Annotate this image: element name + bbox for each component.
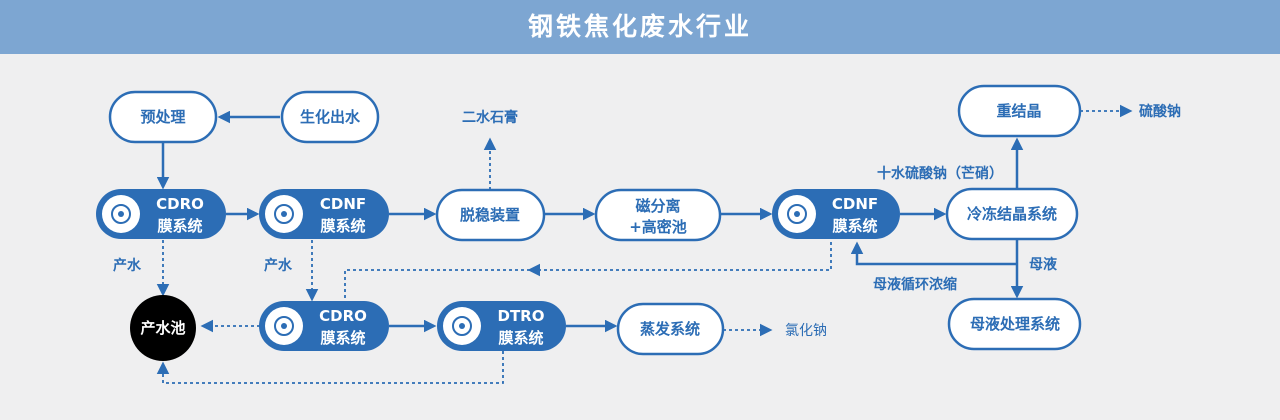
node-cdnf1: CDNF 膜系统 [259,189,389,239]
node-dtro: DTRO 膜系统 [437,301,566,351]
node-pretreat-label: 预处理 [140,108,185,126]
node-bio-out-label: 生化出水 [300,108,361,126]
arrow-mother-recycle-to-cdnf2 [850,241,1017,266]
node-cdnf1-line2: 膜系统 [320,217,365,235]
membrane-core-icon [281,323,287,329]
arrow-dtro-to-pool [156,351,504,384]
node-dtro-line1: DTRO [498,307,545,325]
node-cdro1: CDRO 膜系统 [96,189,226,239]
label-recycle: 母液循环浓缩 [873,276,957,293]
node-mag-sep-line1: 磁分离 [635,197,680,215]
label-sodium-sulfate: 硫酸钠 [1139,103,1181,120]
membrane-ring-icon [452,316,472,336]
label-water-2: 产水 [264,257,293,274]
membrane-core-icon [459,323,465,329]
node-cdro1-line1: CDRO [156,195,204,213]
node-cdnf1-line1: CDNF [320,195,366,213]
page-title: 钢铁焦化废水行业 [527,12,752,41]
membrane-ring-icon [111,204,131,224]
node-mother: 母液处理系统 [947,297,1082,351]
header-banner [0,0,1280,54]
node-freeze: 冷冻结晶系统 [945,187,1079,241]
node-bio-out: 生化出水 [280,90,380,144]
label-gypsum: 二水石膏 [462,109,518,126]
node-evap: 蒸发系统 [616,302,725,356]
label-water-1: 产水 [113,257,142,274]
arrow-return-to-cdro2 [344,269,530,301]
node-cdnf2-line1: CDNF [832,195,878,213]
label-mother-liquor: 母液 [1029,256,1058,273]
node-mother-label: 母液处理系统 [970,315,1060,333]
node-cdnf2-line2: 膜系统 [832,217,877,235]
node-destab-label: 脱稳装置 [460,206,520,224]
membrane-core-icon [794,211,800,217]
node-destab: 脱稳装置 [435,188,546,242]
membrane-ring-icon [274,204,294,224]
label-nacl: 氯化钠 [785,323,827,339]
node-recryst-label: 重结晶 [996,102,1041,120]
membrane-core-icon [118,211,124,217]
membrane-ring-icon [787,204,807,224]
node-pool-label: 产水池 [140,319,185,337]
arrow-cdnf2-to-cdro2 [527,242,832,277]
node-pretreat: 预处理 [108,90,218,144]
membrane-ring-icon [274,316,294,336]
membrane-core-icon [281,211,287,217]
node-cdnf2: CDNF 膜系统 [772,189,900,239]
label-decahydrate: 十水硫酸钠（芒硝） [877,165,1003,182]
node-mag-sep: 磁分离 +高密池 [594,188,722,242]
node-mag-sep-line2: +高密池 [629,218,687,236]
node-recryst: 重结晶 [957,84,1082,138]
node-evap-label: 蒸发系统 [640,320,700,338]
node-freeze-label: 冷冻结晶系统 [967,205,1057,223]
node-cdro2-line1: CDRO [319,307,367,325]
node-cdro2-line2: 膜系统 [320,329,365,347]
node-pool: 产水池 [130,295,196,361]
node-dtro-line2: 膜系统 [498,329,543,347]
node-cdro2: CDRO 膜系统 [259,301,389,351]
node-cdro1-line2: 膜系统 [157,217,202,235]
